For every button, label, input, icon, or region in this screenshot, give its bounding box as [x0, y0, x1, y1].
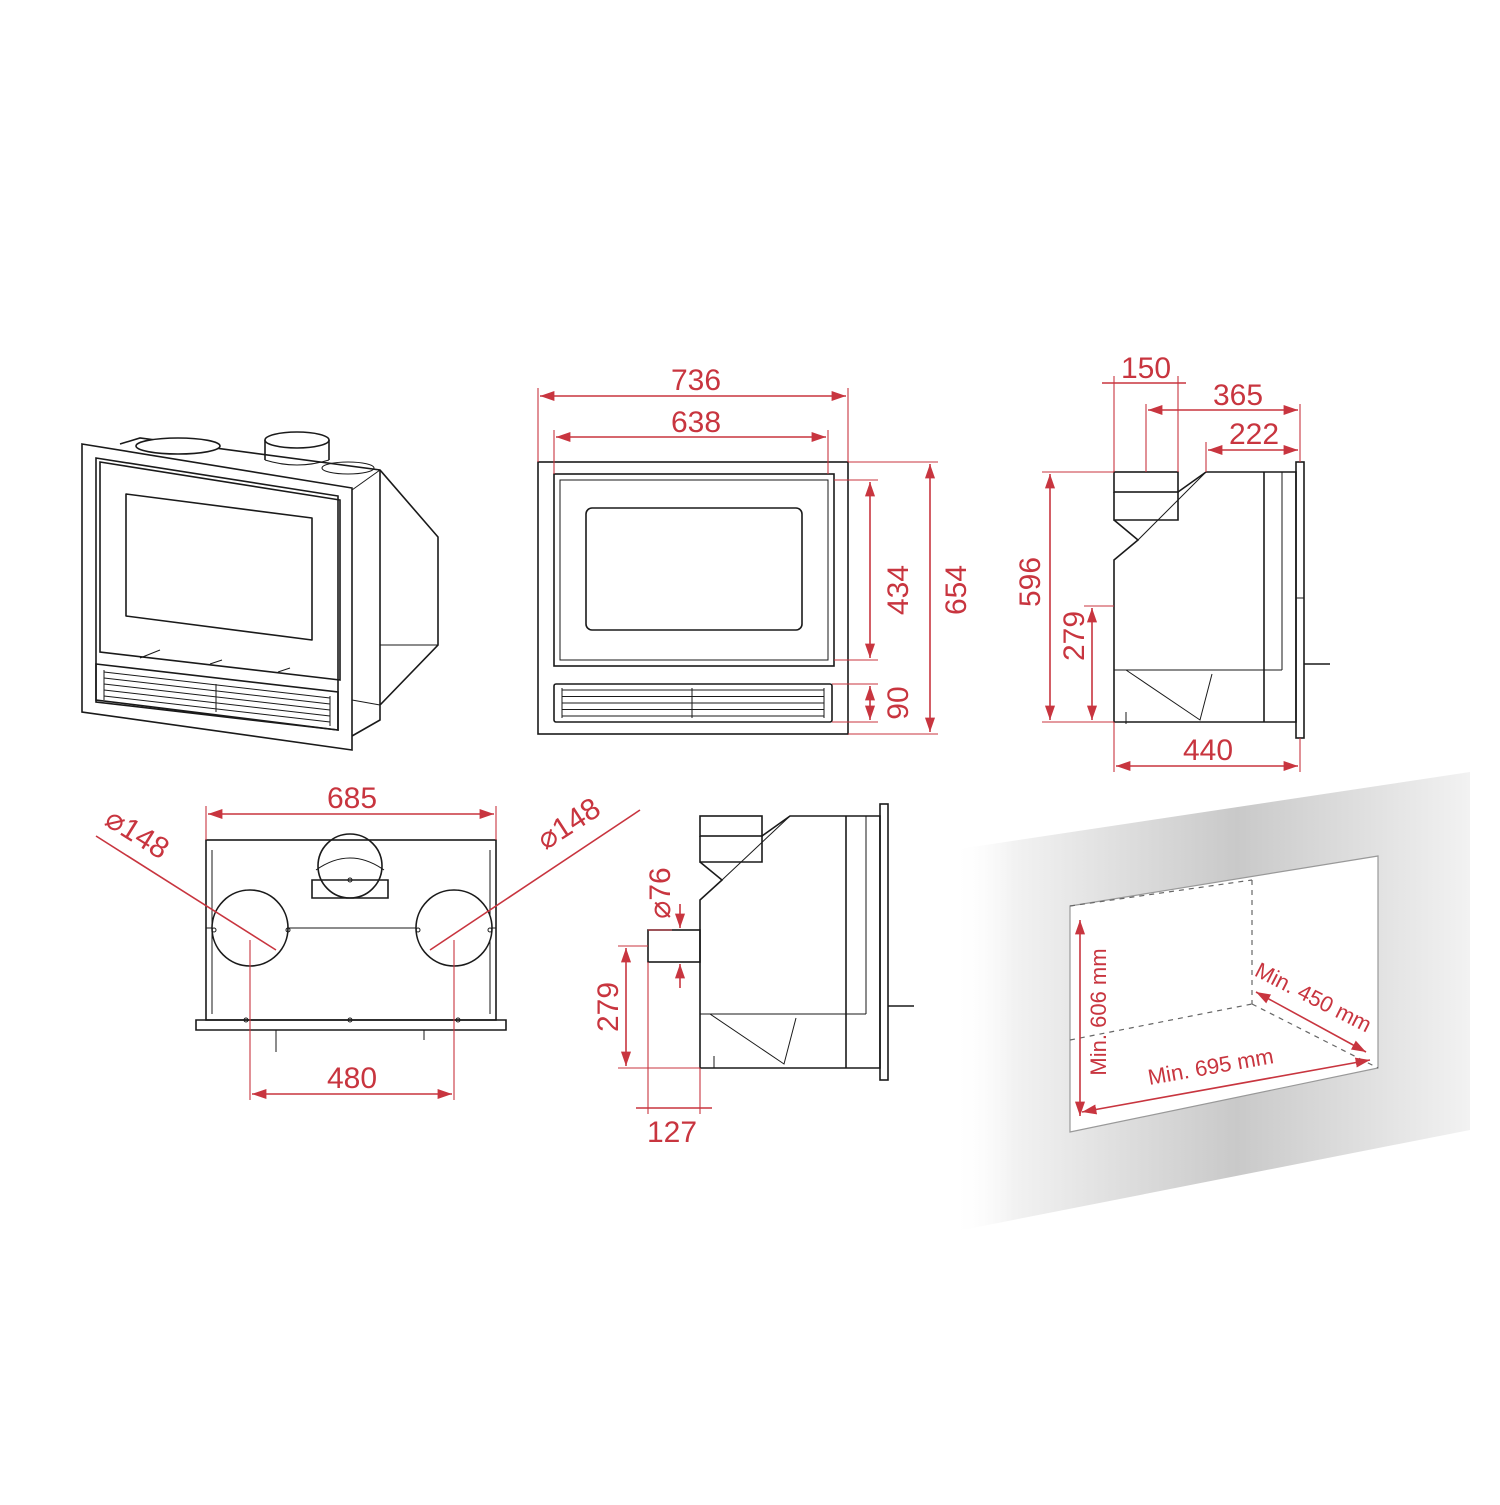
dim-side-depth-top: 222: [1229, 418, 1279, 451]
dim-side-height-total: 596: [1014, 557, 1047, 607]
side-view: 150 365 222 596 279 440: [1014, 352, 1330, 772]
dim-side-depth-upper: 365: [1213, 379, 1263, 412]
front-view: 736 638 434 90 654: [537, 364, 973, 735]
front-outer-frame: [537, 461, 849, 735]
dim-front-height-grille: 90: [882, 686, 915, 719]
niche-view: Min. 606 mm Min. 450 mm Min. 695 mm: [952, 772, 1470, 1232]
dim-top-duct-right: ⌀148: [531, 792, 606, 857]
dim-side-depth-total: 440: [1183, 734, 1233, 767]
front-glass: [585, 507, 803, 631]
air-inlet-pipe: [647, 929, 701, 963]
dim-side-top-flue: 150: [1121, 352, 1171, 385]
dim-inlet-height: 279: [592, 982, 625, 1032]
dim-front-width-total: 736: [671, 364, 721, 397]
dim-top-duct-spacing: 480: [327, 1062, 377, 1095]
perspective-view: [81, 431, 439, 751]
dim-side-height-outlet: 279: [1058, 611, 1091, 661]
dim-top-width: 685: [327, 782, 377, 815]
side-view-2: ⌀76 279 127: [592, 803, 914, 1149]
front-grille: [553, 683, 833, 723]
dim-inlet-diameter: ⌀76: [644, 867, 677, 918]
dim-top-duct-left: ⌀148: [99, 802, 174, 866]
dim-front-height-total: 654: [940, 565, 973, 615]
dim-front-height-glass: 434: [882, 565, 915, 615]
dim-inlet-offset: 127: [647, 1116, 697, 1149]
dim-niche-height: Min. 606 mm: [1086, 948, 1111, 1075]
top-view: 685 ⌀148 ⌀148 480: [95, 782, 641, 1100]
dim-front-width-inner: 638: [671, 406, 721, 439]
